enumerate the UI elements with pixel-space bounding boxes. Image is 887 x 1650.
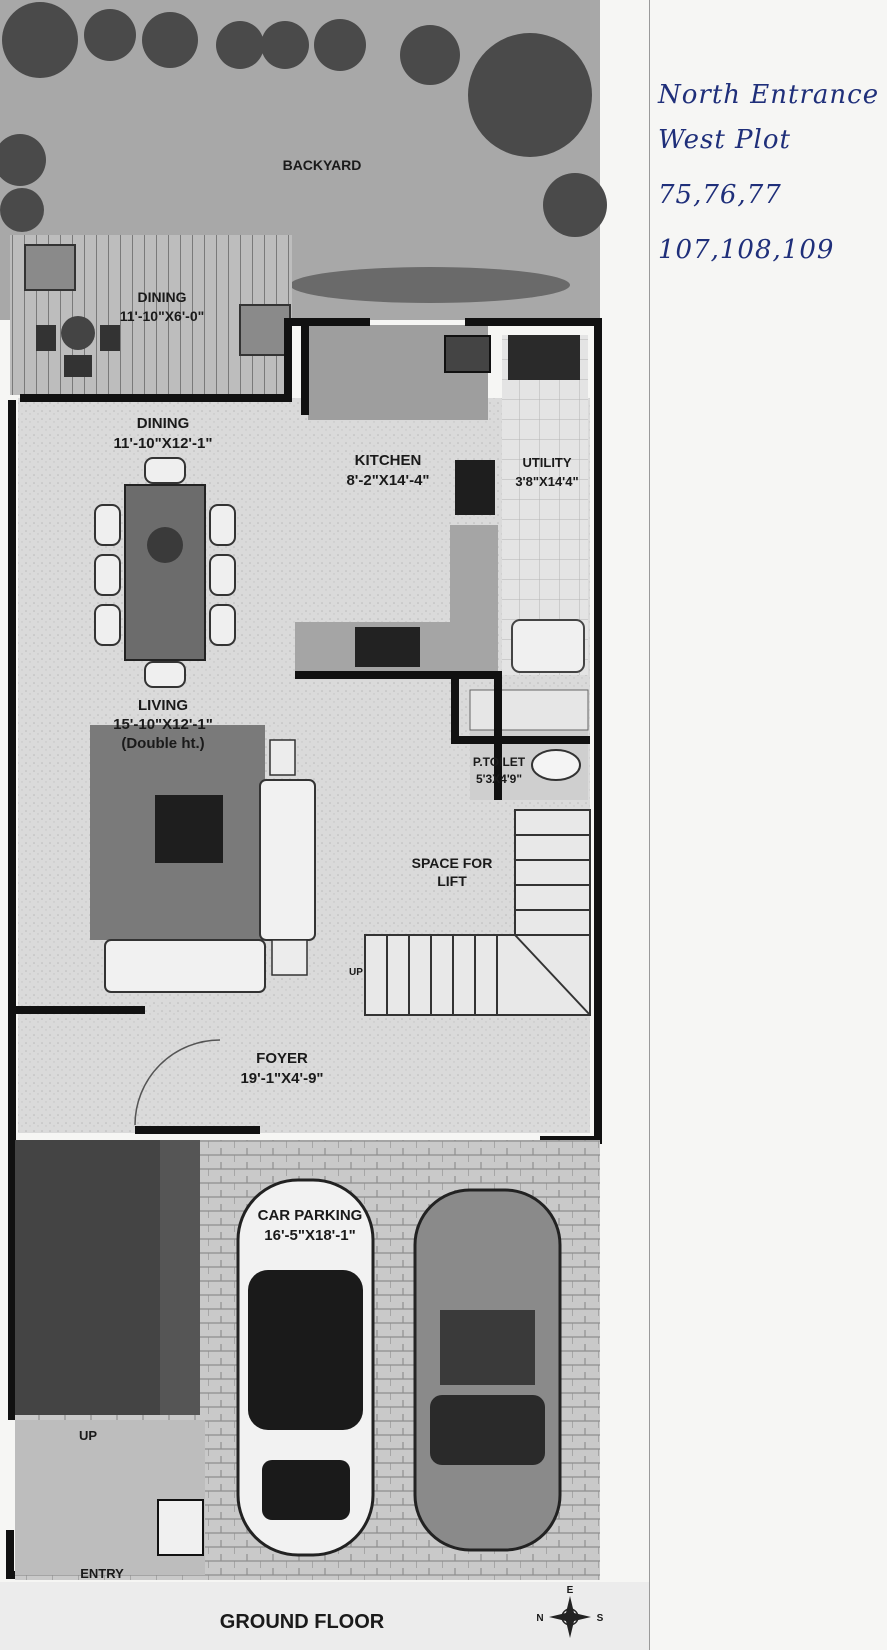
ramp-up-label: UP [79, 1428, 97, 1443]
toilet-name: P.TOILET [473, 755, 526, 769]
kitchen-name: KITCHEN [355, 452, 422, 469]
compass-s: S [597, 1613, 604, 1624]
foyer-size: 19'-1"X4'-9" [240, 1070, 323, 1087]
living-size: 15'-10"X12'-1" [113, 716, 213, 733]
note-line-4: 107,108,109 [658, 235, 835, 265]
outdoor-dining-deck [10, 235, 292, 395]
utility-area [502, 335, 588, 675]
lift-label-2: LIFT [437, 873, 467, 889]
living-furniture [90, 725, 316, 993]
compass-n: N [536, 1613, 543, 1624]
dining-size: 11'-10"X12'-1" [114, 435, 213, 452]
kitchen-counters [295, 325, 498, 673]
toilet-size: 5'3X4'9" [476, 772, 522, 786]
lift-label-1: SPACE FOR [412, 855, 493, 871]
living-note: (Double ht.) [121, 735, 204, 752]
foyer-name: FOYER [256, 1050, 308, 1067]
entry-label: ENTRY [80, 1566, 124, 1581]
outdoor-dining-size: 11'-10"X6'-0" [120, 308, 205, 324]
utility-size: 3'8"X14'4" [515, 474, 578, 489]
car-left [236, 1178, 375, 1557]
utility-name: UTILITY [522, 455, 571, 470]
title-strip [0, 1582, 650, 1650]
backyard-label: BACKYARD [283, 157, 362, 173]
living-name: LIVING [138, 697, 188, 714]
dining-name: DINING [137, 415, 190, 432]
note-line-1: North Entrance [658, 80, 880, 110]
car-parking-area [15, 1140, 600, 1580]
compass-icon: E N S [536, 1585, 604, 1638]
note-line-2: West Plot [658, 125, 791, 155]
note-line-3: 75,76,77 [658, 180, 782, 210]
dining-table [94, 457, 236, 688]
kitchen-size: 8'-2"X14'-4" [346, 472, 429, 489]
car-right [413, 1188, 562, 1552]
parking-name: CAR PARKING [258, 1207, 363, 1224]
compass-e: E [567, 1585, 574, 1596]
floor-title: GROUND FLOOR [220, 1611, 385, 1633]
staircase [364, 809, 591, 1016]
margin-divider [649, 0, 650, 1650]
powder-toilet [469, 689, 589, 800]
outdoor-dining-name: DINING [138, 289, 187, 305]
door-swing [134, 1039, 221, 1126]
stair-up-label: UP [349, 967, 363, 978]
parking-size: 16'-5"X18'-1" [264, 1227, 355, 1244]
floor-plan: BACKYARD DINING 11'-10"X6'-0" DINING 11'… [0, 0, 650, 1650]
